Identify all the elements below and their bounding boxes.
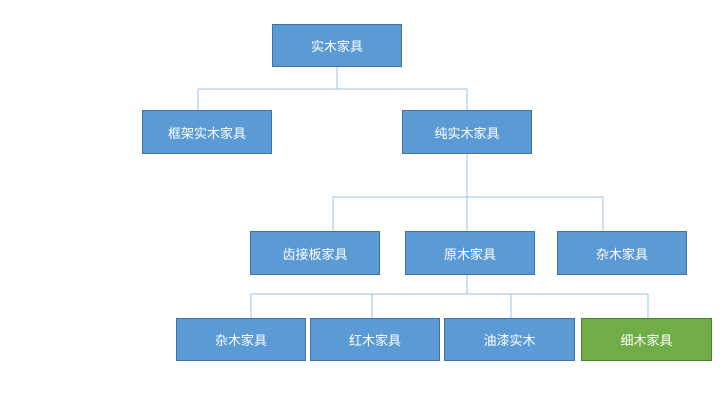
node-pure-solid-wood: 纯实木家具: [402, 110, 532, 154]
node-root: 实木家具: [272, 24, 402, 67]
node-label: 红木家具: [348, 334, 401, 349]
node-label: 齿接板家具: [282, 247, 348, 263]
node-label: 杂木家具: [595, 247, 648, 263]
node-log-wood: 原木家具: [405, 231, 535, 275]
node-label: 细木家具: [620, 334, 673, 349]
node-fine-wood: 细木家具: [581, 318, 712, 361]
node-label: 原木家具: [443, 247, 496, 263]
node-mixed-wood-level2: 杂木家具: [557, 231, 687, 275]
node-finger-joint: 齿接板家具: [250, 231, 380, 275]
node-label: 油漆实木: [483, 334, 536, 349]
node-label: 框架实木家具: [167, 126, 246, 142]
node-frame-solid-wood: 框架实木家具: [142, 110, 272, 154]
node-lacquer-solid-wood: 油漆实木: [444, 318, 575, 361]
node-label: 纯实木家具: [434, 126, 500, 142]
node-rosewood: 红木家具: [310, 318, 440, 361]
node-label: 实木家具: [310, 40, 363, 55]
node-label: 杂木家具: [214, 334, 267, 349]
node-mixed-wood: 杂木家具: [176, 318, 306, 361]
